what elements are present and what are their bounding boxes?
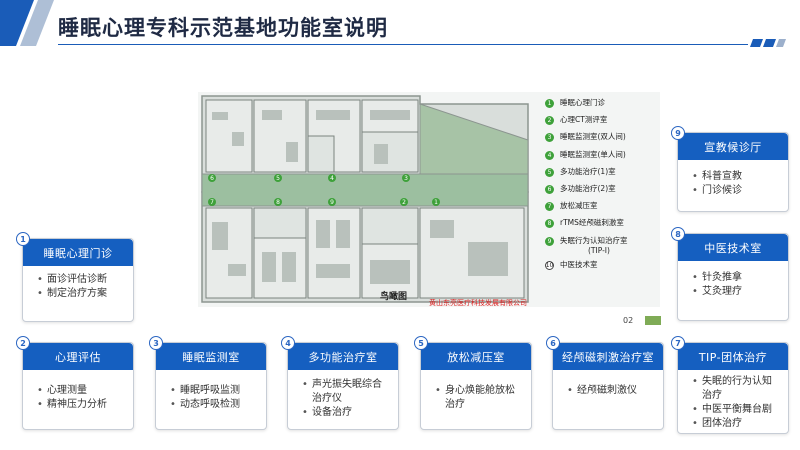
plan-title: 鸟瞰图 bbox=[380, 292, 408, 302]
room-marker-2: 2 bbox=[402, 199, 406, 206]
legend-label: 心理CT测评室 bbox=[560, 115, 608, 125]
room-marker-6: 6 bbox=[210, 175, 214, 182]
legend-number: 8 bbox=[545, 219, 554, 229]
room-card-monitoring: 睡眠监测室 睡眠呼吸监测 动态呼吸检测 bbox=[155, 342, 267, 430]
room-card-waiting-hall: 宣教候诊厅 科普宣教 门诊候诊 bbox=[677, 132, 789, 212]
card-title: 心理评估 bbox=[23, 343, 133, 370]
card-item: 精神压力分析 bbox=[37, 398, 125, 412]
header-decoration bbox=[0, 0, 54, 46]
room-card-tms: 经颅磁刺激治疗室 经颅磁刺激仪 bbox=[552, 342, 664, 430]
card-item: 艾灸理疗 bbox=[692, 285, 780, 299]
room-markers: 6 5 4 3 7 8 9 2 1 bbox=[208, 174, 440, 206]
room-card-group-therapy: TIP-团体治疗 失眠的行为认知治疗 中医平衡舞台剧 团体治疗 bbox=[677, 342, 789, 434]
card-number-badge: 6 bbox=[546, 336, 560, 350]
plan-company: 黄山东亮医疗科技发展有限公司 bbox=[429, 299, 527, 307]
page-title: 睡眠心理专科示范基地功能室说明 bbox=[58, 16, 388, 40]
card-item: 失眠的行为认知治疗 bbox=[692, 375, 780, 403]
card-item: 身心焕能舱放松治疗 bbox=[435, 384, 523, 412]
legend-number: 5 bbox=[545, 167, 554, 177]
room-marker-3: 3 bbox=[404, 175, 408, 182]
card-item: 心理测量 bbox=[37, 384, 125, 398]
card-item: 团体治疗 bbox=[692, 417, 780, 431]
legend-label: 中医技术室 bbox=[560, 259, 598, 269]
legend-number: 10 bbox=[545, 260, 554, 270]
header-divider bbox=[58, 44, 748, 45]
legend-number: 3 bbox=[545, 133, 554, 143]
card-title: TIP-团体治疗 bbox=[678, 343, 788, 370]
legend-item: 9 失眠行为认知治疗室(TIP-I) bbox=[545, 236, 675, 260]
card-title: 经颅磁刺激治疗室 bbox=[553, 343, 663, 370]
room-marker-9: 9 bbox=[330, 199, 334, 206]
header-right-decoration bbox=[750, 39, 786, 47]
room-card-assessment: 心理评估 心理测量 精神压力分析 bbox=[22, 342, 134, 430]
card-title: 睡眠监测室 bbox=[156, 343, 266, 370]
room-card-relaxation: 放松减压室 身心焕能舱放松治疗 bbox=[420, 342, 532, 430]
room-card-multifunction: 多功能治疗室 声光振失眠综合治疗仪 设备治疗 bbox=[287, 342, 399, 430]
card-item: 设备治疗 bbox=[302, 406, 390, 420]
legend-item: 3 睡眠监测室(双人间) bbox=[545, 132, 675, 149]
card-item: 科普宣教 bbox=[692, 170, 780, 184]
legend-item: 5 多功能治疗(1)室 bbox=[545, 167, 675, 184]
room-marker-8: 8 bbox=[276, 199, 280, 206]
plan-legend: 1 睡眠心理门诊 2 心理CT测评室 3 睡眠监测室(双人间) 4 睡眠监测室(单人间)… bbox=[545, 98, 675, 277]
legend-item: 10 中医技术室 bbox=[545, 260, 675, 277]
page-indicator-bar bbox=[645, 316, 661, 325]
legend-label: 放松减压室 bbox=[560, 201, 598, 211]
legend-number: 9 bbox=[545, 236, 554, 246]
card-number-badge: 2 bbox=[16, 336, 30, 350]
card-number-badge: 3 bbox=[149, 336, 163, 350]
card-number-badge: 8 bbox=[671, 227, 685, 241]
card-title: 多功能治疗室 bbox=[288, 343, 398, 370]
card-item: 动态呼吸检测 bbox=[170, 398, 258, 412]
legend-item: 4 睡眠监测室(单人间) bbox=[545, 150, 675, 167]
legend-number: 2 bbox=[545, 116, 554, 126]
room-marker-4: 4 bbox=[330, 175, 334, 182]
room-marker-7: 7 bbox=[210, 199, 214, 206]
legend-label: 睡眠监测室(单人间) bbox=[560, 149, 626, 159]
legend-label-extra: (TIP-I) bbox=[588, 245, 610, 255]
card-item: 门诊候诊 bbox=[692, 184, 780, 198]
card-number-badge: 9 bbox=[671, 126, 685, 140]
card-title: 中医技术室 bbox=[678, 234, 788, 261]
legend-number: 6 bbox=[545, 184, 554, 194]
card-number-badge: 7 bbox=[671, 336, 685, 350]
card-item: 经颅磁刺激仪 bbox=[567, 384, 655, 398]
room-marker-5: 5 bbox=[276, 175, 280, 182]
card-title: 睡眠心理门诊 bbox=[23, 239, 133, 266]
room-marker-1: 1 bbox=[434, 199, 438, 206]
legend-number: 7 bbox=[545, 202, 554, 212]
card-title: 放松减压室 bbox=[421, 343, 531, 370]
card-item: 睡眠呼吸监测 bbox=[170, 384, 258, 398]
legend-item: 8 rTMS经颅磁刺激室 bbox=[545, 218, 675, 235]
card-title: 宣教候诊厅 bbox=[678, 133, 788, 160]
legend-item: 6 多功能治疗(2)室 bbox=[545, 184, 675, 201]
legend-label: 失眠行为认知治疗室 bbox=[560, 235, 628, 245]
legend-number: 4 bbox=[545, 150, 554, 160]
legend-label: 多功能治疗(2)室 bbox=[560, 183, 616, 193]
legend-label: rTMS经颅磁刺激室 bbox=[560, 218, 624, 228]
card-item: 声光振失眠综合治疗仪 bbox=[302, 378, 390, 406]
card-item: 制定治疗方案 bbox=[37, 287, 125, 301]
room-card-clinic: 睡眠心理门诊 面诊评估诊断 制定治疗方案 bbox=[22, 238, 134, 322]
legend-item: 7 放松减压室 bbox=[545, 201, 675, 218]
card-item: 针灸推拿 bbox=[692, 271, 780, 285]
card-number-badge: 5 bbox=[414, 336, 428, 350]
room-card-tcm: 中医技术室 针灸推拿 艾灸理疗 bbox=[677, 233, 789, 321]
card-number-badge: 1 bbox=[16, 232, 30, 246]
legend-number: 1 bbox=[545, 99, 554, 108]
floor-plan: 6 5 4 3 7 8 9 2 1 bbox=[198, 92, 660, 307]
floor-plan-drawing: 6 5 4 3 7 8 9 2 1 bbox=[201, 95, 529, 303]
card-item: 面诊评估诊断 bbox=[37, 273, 125, 287]
legend-label: 睡眠监测室(双人间) bbox=[560, 132, 626, 142]
legend-item: 1 睡眠心理门诊 bbox=[545, 98, 675, 115]
legend-label: 睡眠心理门诊 bbox=[560, 98, 605, 107]
card-number-badge: 4 bbox=[281, 336, 295, 350]
card-item: 中医平衡舞台剧 bbox=[692, 403, 780, 417]
legend-item: 2 心理CT测评室 bbox=[545, 115, 675, 132]
legend-label: 多功能治疗(1)室 bbox=[560, 166, 616, 176]
page-number: 02 bbox=[623, 316, 634, 325]
